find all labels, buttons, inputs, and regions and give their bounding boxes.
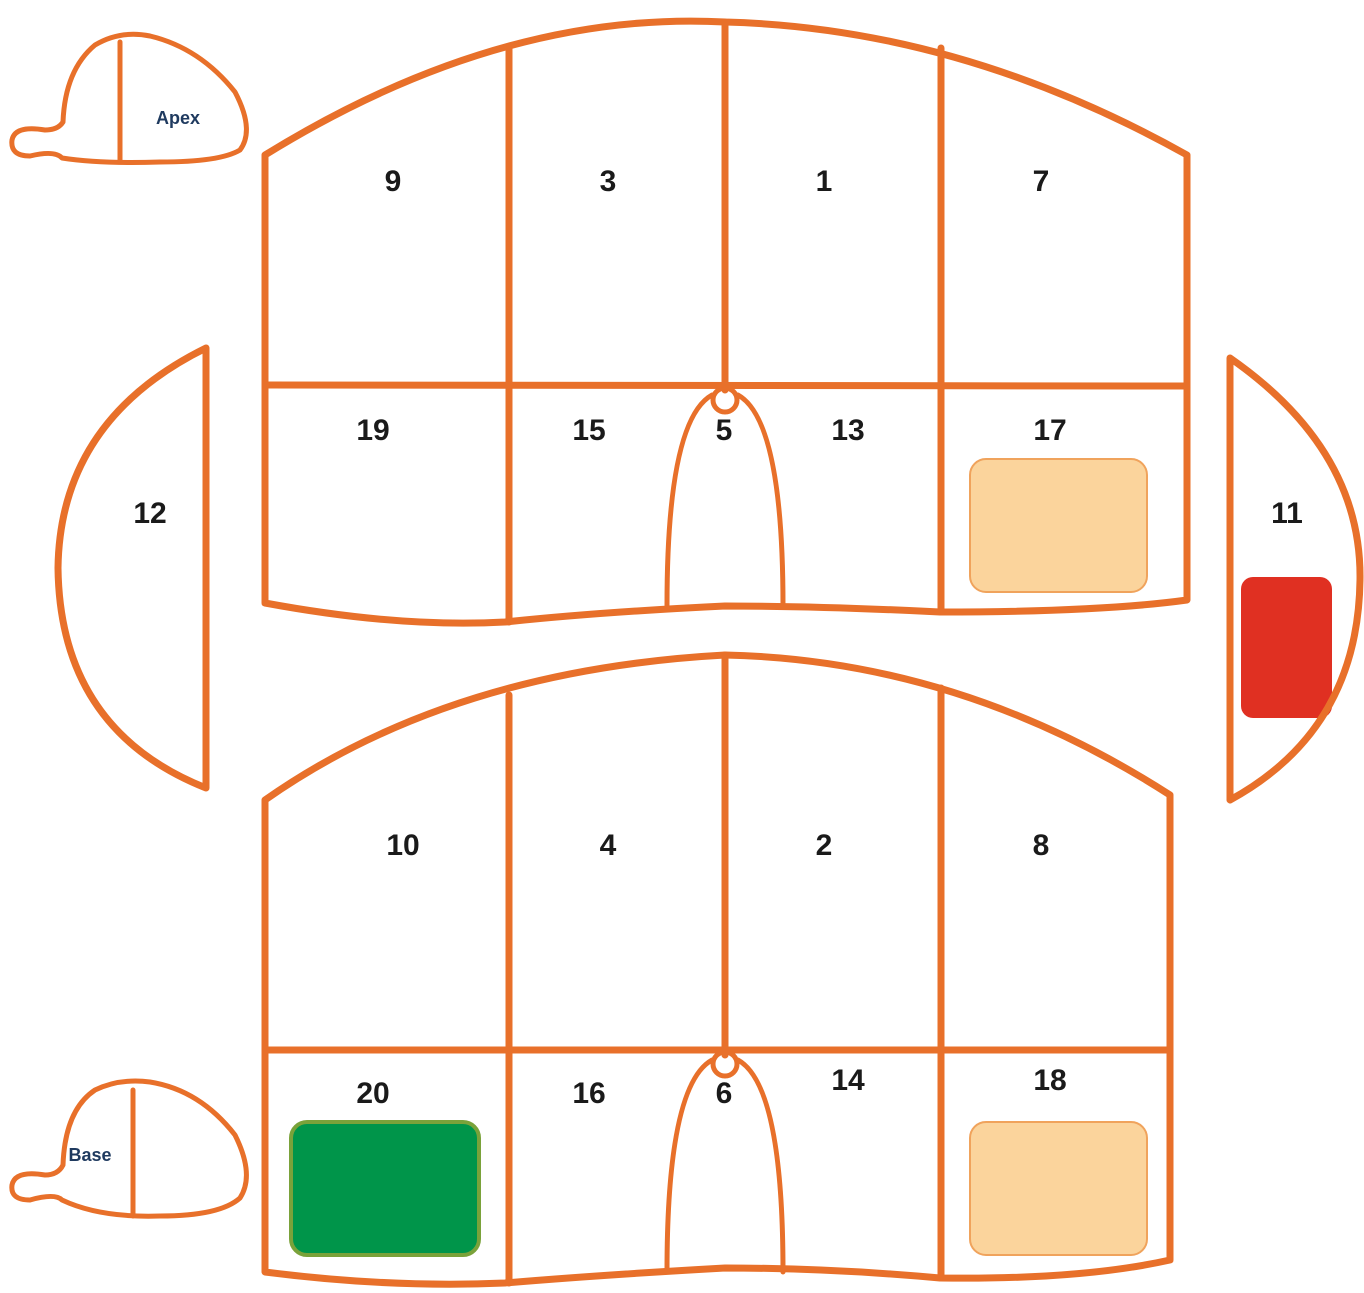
segment-label-11: 11 [1271,497,1303,530]
segment-label-18: 18 [1033,1064,1066,1097]
segment-label-7: 7 [1033,165,1050,198]
left-side-segment [58,348,206,788]
highlight-box-18 [970,1122,1147,1255]
segment-label-10: 10 [386,829,419,862]
segment-label-8: 8 [1033,829,1050,862]
segment-label-5: 5 [716,414,733,447]
segment-label-14: 14 [831,1064,865,1097]
segment-label-6: 6 [716,1077,733,1110]
segment-label-3: 3 [600,165,617,198]
segment-label-1: 1 [816,165,833,198]
segment-label-17: 17 [1033,414,1066,447]
segment-label-2: 2 [816,829,833,862]
apex-label: Apex [156,108,200,128]
segment-label-9: 9 [385,165,402,198]
segment-label-15: 15 [572,414,605,447]
highlight-box-20 [291,1122,479,1255]
base-view-icon [12,1081,247,1216]
highlight-box-11 [1241,577,1332,718]
segment-label-19: 19 [356,414,389,447]
segment-label-16: 16 [572,1077,605,1110]
segment-label-12: 12 [133,497,166,530]
segment-label-4: 4 [600,829,617,862]
segment-label-13: 13 [831,414,864,447]
highlight-box-17 [970,459,1147,592]
apex-view-icon [12,34,247,162]
segment-label-20: 20 [356,1077,389,1110]
base-label: Base [68,1145,111,1165]
